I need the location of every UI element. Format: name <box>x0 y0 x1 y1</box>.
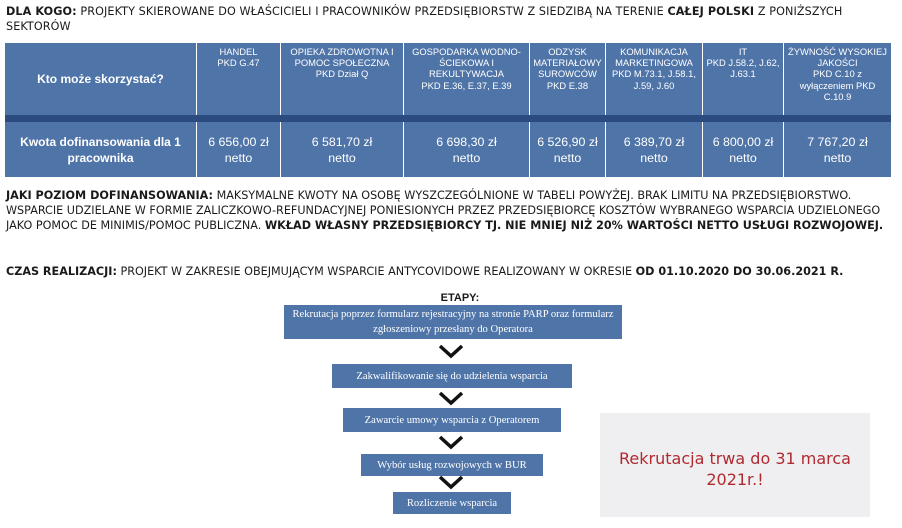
stage-step-4: Wybór usług rozwojowych w BUR <box>361 454 543 476</box>
amount-value: 6 656,00 zł <box>208 134 269 149</box>
chevron-down-icon <box>438 344 464 359</box>
amount-unit: netto <box>729 150 757 165</box>
amount-value: 6 698,30 zł <box>436 134 497 149</box>
intro-text: PROJEKTY SKIEROWANE DO WŁAŚCICIELI I PRA… <box>80 5 664 18</box>
amount-value: 6 581,70 zł <box>311 134 373 149</box>
stage-step-5: Rozliczenie wsparcia <box>393 492 511 514</box>
column-name: HANDEL <box>219 46 258 57</box>
stage-step-label: Zakwalifikowanie się do udzielenia wspar… <box>356 370 548 382</box>
column-pkd: PKD E.36, E.37, E.39 <box>421 79 512 91</box>
recruitment-notice: Rekrutacja trwa do 31 marca 2021r.! <box>600 413 870 517</box>
funding-label: JAKI POZIOM DOFINANSOWANIA: <box>6 189 213 202</box>
intro-label: DLA KOGO: <box>6 5 77 18</box>
column-header-opieka: OPIEKA ZDROWOTNA I POMOC SPOŁECZNA PKD D… <box>281 43 403 115</box>
stage-step-3: Zawarcie umowy wsparcia z Operatorem <box>343 408 561 432</box>
stages-title: ETAPY: <box>440 292 480 304</box>
row-header-who: Kto może skorzystać? <box>5 43 196 115</box>
chevron-down-icon <box>438 475 464 490</box>
amount-value: 6 526,90 zł <box>537 134 598 149</box>
amount-cell-komunikacja: 6 389,70 zł netto <box>606 122 702 177</box>
column-pkd: PKD J.58.2, J.62, J.63.1 <box>706 57 780 80</box>
eligibility-table: Kto może skorzystać? HANDEL PKD G.47 OPI… <box>5 43 891 177</box>
column-pkd: PKD E.38 <box>546 79 589 91</box>
amount-unit: netto <box>328 150 356 165</box>
amount-unit: netto <box>823 150 852 165</box>
amount-cell-opieka: 6 581,70 zł netto <box>281 122 403 177</box>
amount-cell-odzysk: 6 526,90 zł netto <box>530 122 605 177</box>
column-header-zywnosc: ŻYWNOŚĆ WYSOKIEJ JAKOŚCI PKD C.10 z wyłą… <box>784 43 891 115</box>
amount-value: 6 389,70 zł <box>623 134 685 149</box>
stage-step-label: Rekrutacja poprzez formularz rejestracyj… <box>292 309 614 335</box>
chevron-down-icon <box>438 391 464 406</box>
intro-emphasis: CAŁEJ POLSKI <box>667 5 755 18</box>
amount-value: 6 800,00 zł <box>712 134 774 149</box>
column-pkd: PKD G.47 <box>217 57 260 69</box>
stage-step-1: Rekrutacja poprzez formularz rejestracyj… <box>284 305 622 339</box>
amount-cell-it: 6 800,00 zł netto <box>703 122 783 177</box>
amount-cell-handel: 6 656,00 zł netto <box>197 122 280 177</box>
chevron-down-icon <box>438 435 464 450</box>
timeline-label: CZAS REALIZACJI: <box>6 265 117 278</box>
table-divider <box>5 115 891 122</box>
stage-step-2: Zakwalifikowanie się do udzielenia wspar… <box>332 364 572 388</box>
column-name: OPIEKA ZDROWOTNA I POMOC SPOŁECZNA <box>290 46 394 69</box>
column-header-gospodarka: GOSPODARKA WODNO- ŚCIEKOWA I REKULTYWACJ… <box>404 43 529 115</box>
amount-cell-gospodarka: 6 698,30 zł netto <box>404 122 529 177</box>
timeline-paragraph: CZAS REALIZACJI: PROJEKT W ZAKRESIE OBEJ… <box>6 264 896 279</box>
amount-cell-zywnosc: 7 767,20 zł netto <box>784 122 891 177</box>
amount-unit: netto <box>553 150 582 165</box>
row-header-amount: Kwota dofinansowania dla 1 pracownika <box>5 122 196 177</box>
column-header-handel: HANDEL PKD G.47 <box>197 43 280 115</box>
column-name: ODZYSK MATERIAŁOWY SUROWCÓW <box>533 46 602 80</box>
stage-step-label: Rozliczenie wsparcia <box>406 497 498 509</box>
column-name: IT <box>738 46 748 57</box>
intro-paragraph: DLA KOGO: PROJEKTY SKIEROWANE DO WŁAŚCIC… <box>6 4 896 34</box>
stage-step-label: Wybór usług rozwojowych w BUR <box>377 459 527 471</box>
funding-paragraph: JAKI POZIOM DOFINANSOWANIA: MAKSYMALNE K… <box>6 188 896 233</box>
row-header-who-label: Kto może skorzystać? <box>37 72 164 86</box>
amount-unit: netto <box>224 150 253 165</box>
column-header-komunikacja: KOMUNIKACJA MARKETINGOWA PKD M.73.1, J.5… <box>606 43 702 115</box>
funding-emphasis: WKŁAD WŁASNY PRZEDSIĘBIORCY TJ. NIE MNIE… <box>264 219 884 232</box>
column-name: GOSPODARKA WODNO- ŚCIEKOWA I REKULTYWACJ… <box>412 46 521 80</box>
intro-text-end: Z PONIŻSZYCH SEKTORÓW <box>6 5 843 33</box>
column-name: ŻYWNOŚĆ WYSOKIEJ JAKOŚCI <box>788 46 887 69</box>
column-header-odzysk: ODZYSK MATERIAŁOWY SUROWCÓW PKD E.38 <box>530 43 605 115</box>
amount-value: 7 767,20 zł <box>807 134 868 149</box>
amount-unit: netto <box>452 150 481 165</box>
stage-step-label: Zawarcie umowy wsparcia z Operatorem <box>364 414 540 426</box>
timeline-emphasis: OD 01.10.2020 DO 30.06.2021 R. <box>635 265 844 278</box>
column-header-it: IT PKD J.58.2, J.62, J.63.1 <box>703 43 783 115</box>
column-pkd: PKD M.73.1, J.58.1, J.59, J.60 <box>612 68 696 91</box>
column-name: KOMUNIKACJA MARKETINGOWA <box>615 46 693 69</box>
amount-unit: netto <box>640 150 668 165</box>
column-pkd: PKD Dział Q <box>315 68 369 80</box>
funding-text: MAKSYMALNE KWOTY NA OSOBĘ WYSZCZEGÓLNION… <box>6 189 881 232</box>
timeline-text: PROJEKT W ZAKRESIE OBEJMUJĄCYM WSPARCIE … <box>120 265 633 278</box>
recruitment-notice-text: Rekrutacja trwa do 31 marca 2021r.! <box>619 449 851 489</box>
row-header-amount-label: Kwota dofinansowania dla 1 pracownika <box>20 134 181 165</box>
column-pkd: PKD C.10 z wyłączeniem PKD C.10.9 <box>799 68 876 102</box>
